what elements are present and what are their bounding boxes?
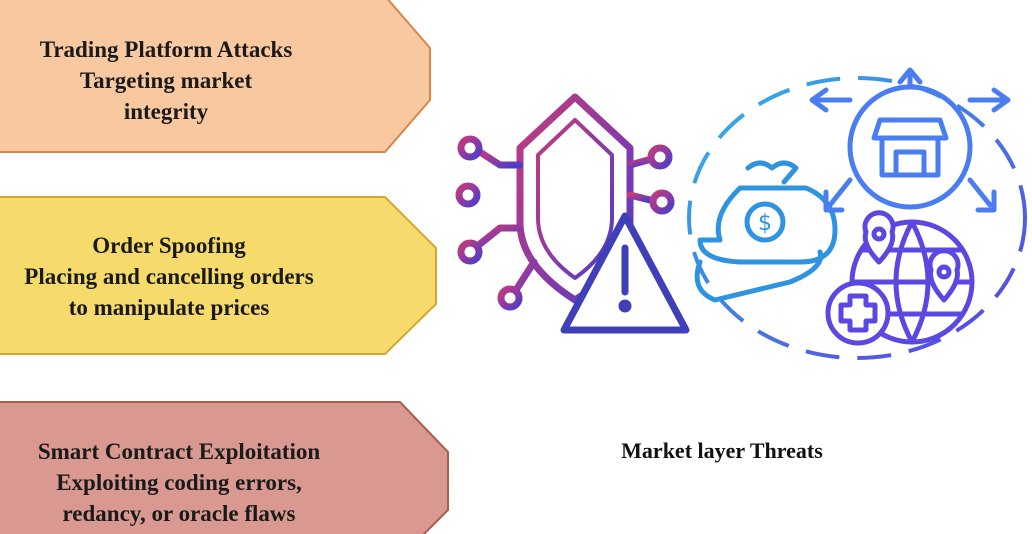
card-2-line-2: Placing and cancelling orders — [24, 263, 314, 289]
globe-location-pins-icon — [849, 210, 975, 345]
plus-circle-icon — [825, 280, 891, 346]
card-1-line-3: integrity — [123, 98, 209, 124]
svg-text:$: $ — [758, 211, 772, 236]
card-1-shape — [0, 0, 431, 153]
card-3-title: Smart Contract Exploitation — [37, 438, 321, 464]
card-2-shape — [0, 196, 437, 355]
money-bag-hand-icon: $ — [694, 160, 838, 303]
warning-triangle-icon — [560, 212, 690, 334]
card-1-line-2: Targeting market — [79, 67, 253, 93]
card-1-title: Trading Platform Attacks — [39, 36, 293, 62]
card-3-shape — [0, 401, 449, 534]
card-smart-contract-exploitation: Smart Contract Exploitation Exploiting c… — [0, 430, 358, 534]
diagram-caption: Market layer Threats — [621, 438, 823, 463]
card-3-line-2: Exploiting coding errors, — [56, 469, 302, 495]
card-trading-platform-attacks: Trading Platform Attacks Targeting marke… — [0, 28, 332, 132]
dashed-ring — [687, 76, 1027, 360]
card-2-title: Order Spoofing — [92, 232, 246, 258]
card-2-line-3: to manipulate prices — [68, 294, 270, 320]
card-order-spoofing: Order Spoofing Placing and cancelling or… — [0, 224, 338, 328]
shield-circuit-icon — [455, 93, 675, 311]
storefront-arrows-icon — [809, 67, 1011, 213]
card-3-line-3: redancy, or oracle flaws — [62, 500, 296, 526]
